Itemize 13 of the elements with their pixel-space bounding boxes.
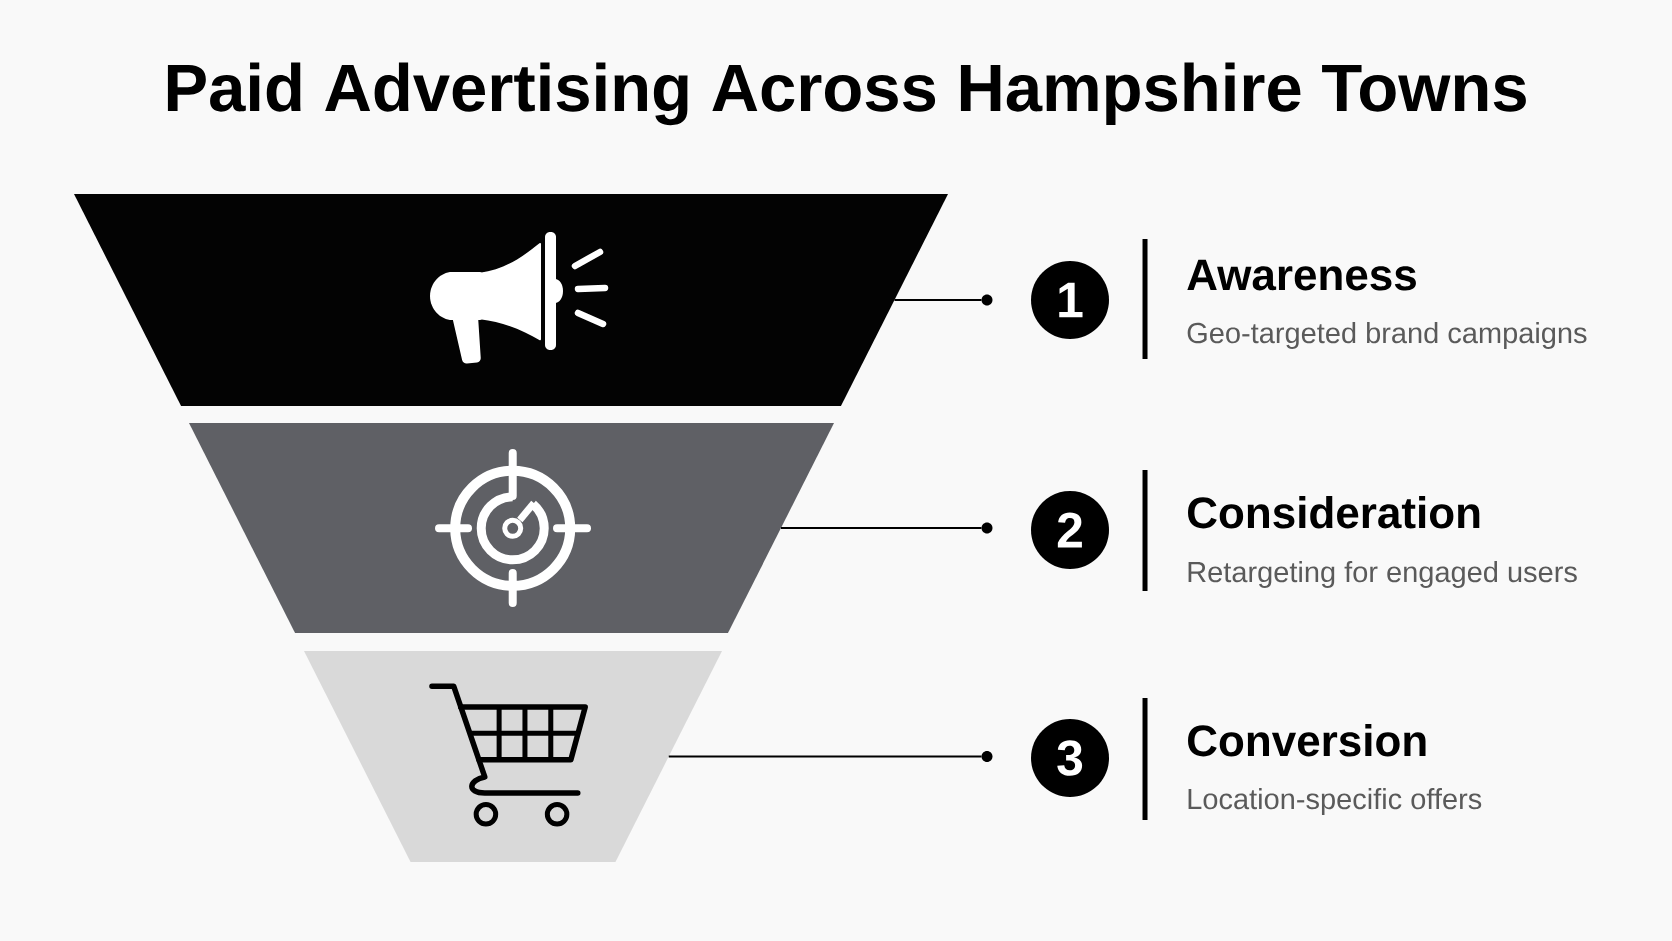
funnel-segment: [74, 194, 948, 406]
leader-line: [781, 526, 982, 530]
step-description: Retargeting for engaged users: [1188, 561, 1577, 588]
leader-line: [894, 298, 982, 302]
funnel-segment: [304, 651, 722, 862]
step-description: Geo-targeted brand campaigns: [1187, 322, 1587, 349]
step-heading: Awareness: [1187, 259, 1416, 291]
step-description: Location-specific offers: [1188, 788, 1482, 815]
funnel-segment: [189, 423, 834, 633]
title: Paid Advertising Across Hampshire Towns: [167, 62, 1526, 126]
step-heading: Consideration: [1188, 496, 1480, 529]
leader-line: [668, 755, 982, 758]
step-heading: Conversion: [1188, 724, 1426, 757]
